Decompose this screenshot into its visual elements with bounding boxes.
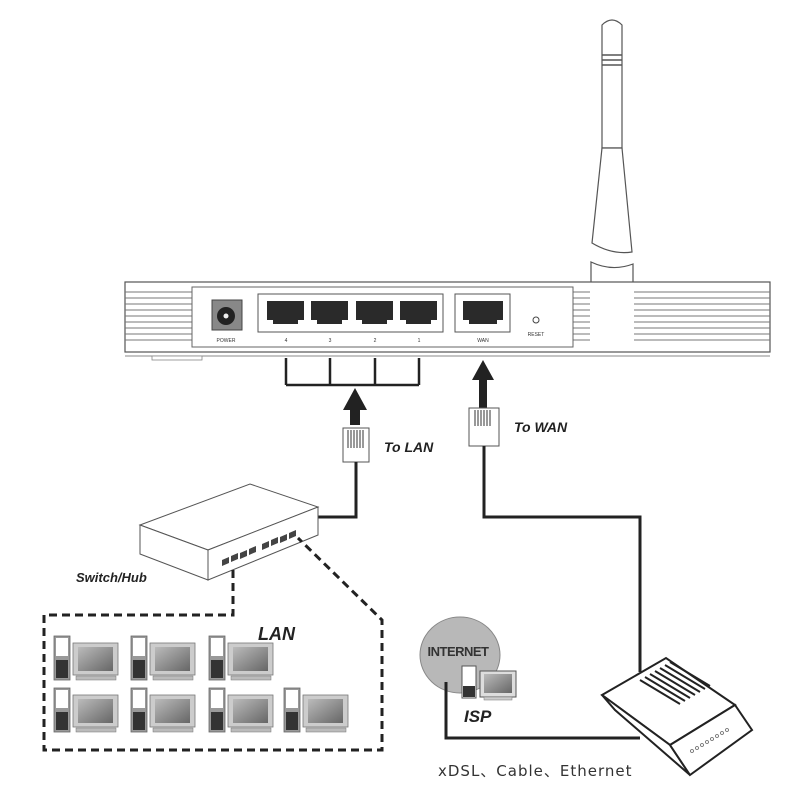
- lan-computer: [283, 687, 349, 733]
- modem: [600, 656, 754, 777]
- isp-label: ISP: [464, 707, 492, 726]
- lan-port-2: [356, 301, 393, 324]
- lan-cable: [315, 462, 358, 519]
- lan-computer: [208, 635, 274, 681]
- wan-port: [463, 301, 503, 324]
- lan-computer: [130, 635, 196, 681]
- wan-cable: [482, 446, 642, 672]
- lan-label: LAN: [258, 624, 296, 644]
- to-lan-label: To LAN: [384, 439, 434, 455]
- modem-types-label: xDSL、Cable、Ethernet: [438, 762, 633, 780]
- reset-label: RESET: [528, 332, 545, 338]
- switch-hub: [138, 483, 320, 581]
- lan-port-4: [267, 301, 304, 324]
- power-label: POWER: [217, 338, 236, 344]
- power-jack: [211, 299, 243, 331]
- internet-label: INTERNET: [428, 644, 490, 659]
- lan-computer: [53, 635, 119, 681]
- switch-hub-label: Switch/Hub: [76, 570, 147, 585]
- to-wan-label: To WAN: [514, 419, 568, 435]
- lan-bracket: [284, 358, 421, 387]
- lan-computer: [208, 687, 274, 733]
- isp-computer: [461, 665, 517, 701]
- lan-computers: [53, 635, 349, 733]
- lan-port-label-1: 1: [418, 338, 421, 344]
- wan-plug: [468, 407, 500, 447]
- lan-plug: [342, 427, 370, 463]
- to-wan-arrow: [472, 360, 494, 408]
- lan-port-label-4: 4: [285, 338, 288, 344]
- lan-port-label-3: 3: [329, 338, 332, 344]
- wan-label: WAN: [477, 338, 489, 344]
- lan-computer: [53, 687, 119, 733]
- isp-cable: [444, 682, 640, 740]
- lan-port-3: [311, 301, 348, 324]
- lan-port-label-2: 2: [374, 338, 377, 344]
- reset-button: [532, 316, 540, 324]
- to-lan-arrow: [343, 388, 367, 425]
- lan-enclosure: [42, 536, 384, 752]
- lan-computer: [130, 687, 196, 733]
- lan-port-1: [400, 301, 437, 324]
